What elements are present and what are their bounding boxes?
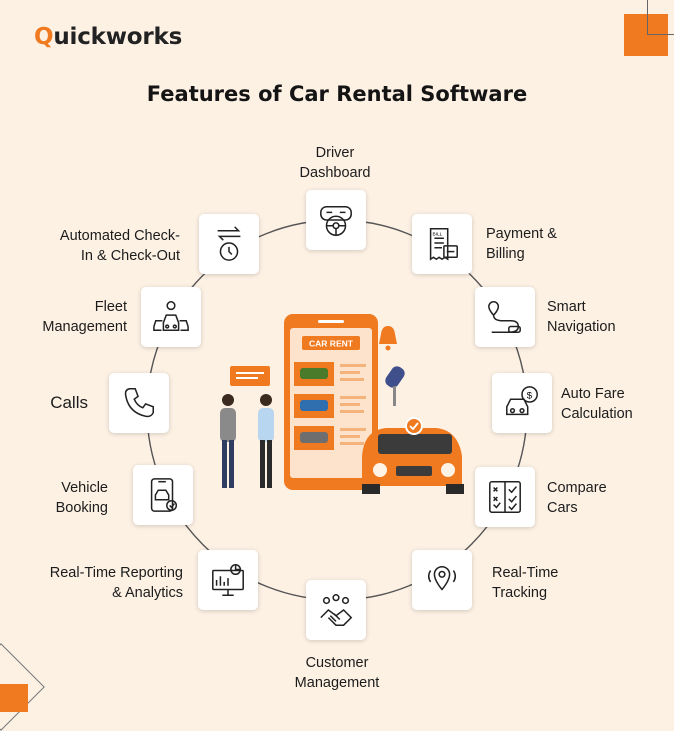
customer-management-card (306, 580, 366, 640)
location-pin-icon (427, 565, 457, 591)
automated-checkin-card (199, 214, 259, 274)
corner-outline (647, 0, 674, 35)
reporting-analytics-card (198, 550, 258, 610)
real-time-tracking-card (412, 550, 472, 610)
calls-label: Calls (50, 393, 88, 412)
handshake-icon (320, 594, 353, 626)
page-title: Features of Car Rental Software (146, 82, 528, 106)
corner-decoration-bottom (0, 684, 28, 712)
svg-text:$: $ (527, 390, 533, 401)
phone-icon (124, 387, 155, 418)
auto-fare-card: $ (492, 373, 552, 433)
compare-cars-card (475, 467, 535, 527)
driver-dashboard-card (306, 190, 366, 250)
vehicle-booking-card (133, 465, 193, 525)
mobile-booking-icon (150, 478, 178, 512)
route-icon (488, 301, 521, 333)
calls-card (109, 373, 169, 433)
smart-navigation-card (475, 287, 535, 347)
brand-logo: Quickworks (34, 24, 183, 50)
automated-checkin-label: Automated Check-In & Check-Out (59, 228, 180, 264)
payment-billing-label: Payment &Billing (486, 226, 557, 262)
corner-decoration (624, 14, 668, 56)
checklist-icon (489, 481, 521, 513)
fleet-management-card (141, 287, 201, 347)
svg-text:BILL: BILL (433, 231, 443, 237)
bill-icon: BILL (429, 228, 458, 261)
arrows-clock-icon (217, 226, 241, 261)
fleet-cars-icon (153, 301, 189, 332)
car-rent-badge: CAR RENT (309, 339, 354, 349)
steering-wheel-icon (320, 205, 352, 236)
analytics-icon (212, 564, 244, 596)
payment-billing-card: BILL (412, 214, 472, 274)
car-rental-illustration: CAR RENT (220, 314, 464, 494)
fare-icon: $ (506, 386, 538, 416)
reporting-analytics-label: Real-Time Reporting& Analytics (49, 565, 183, 601)
